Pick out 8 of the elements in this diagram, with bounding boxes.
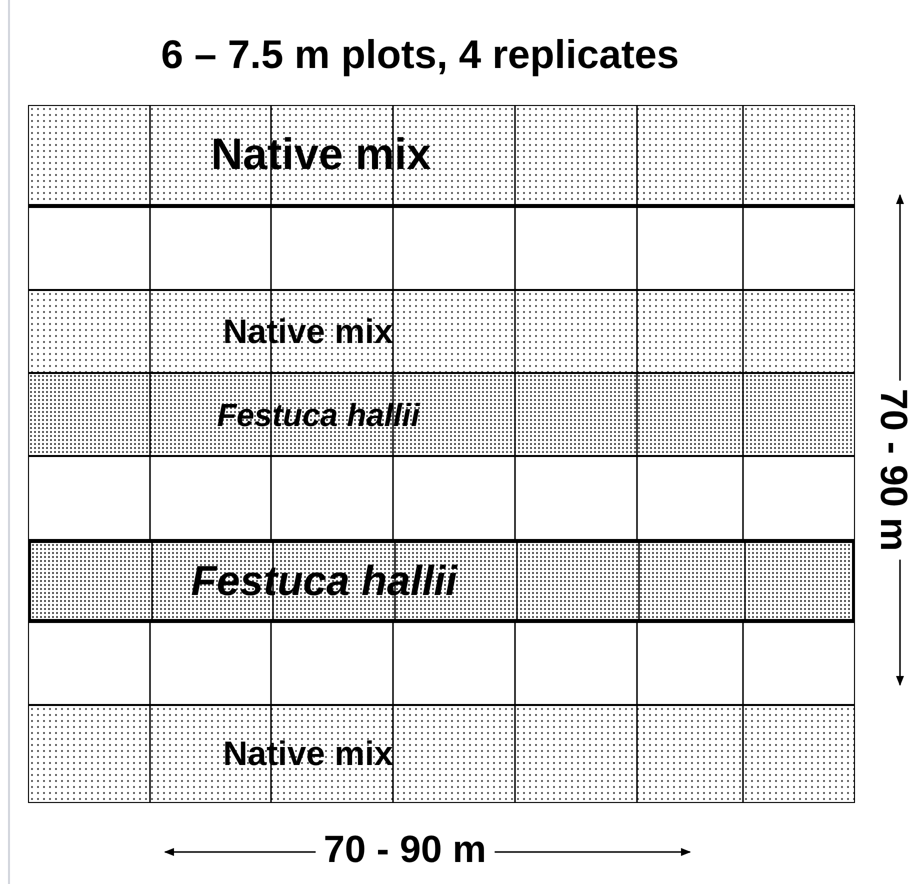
title: 6 – 7.5 m plots, 4 replicates — [160, 32, 680, 79]
plot-row — [28, 207, 855, 290]
planting-row — [28, 105, 855, 207]
plot-row — [28, 622, 855, 705]
planting-row — [28, 290, 855, 373]
plot-row — [28, 456, 855, 540]
planting-row — [28, 373, 855, 456]
planting-row — [28, 705, 855, 803]
